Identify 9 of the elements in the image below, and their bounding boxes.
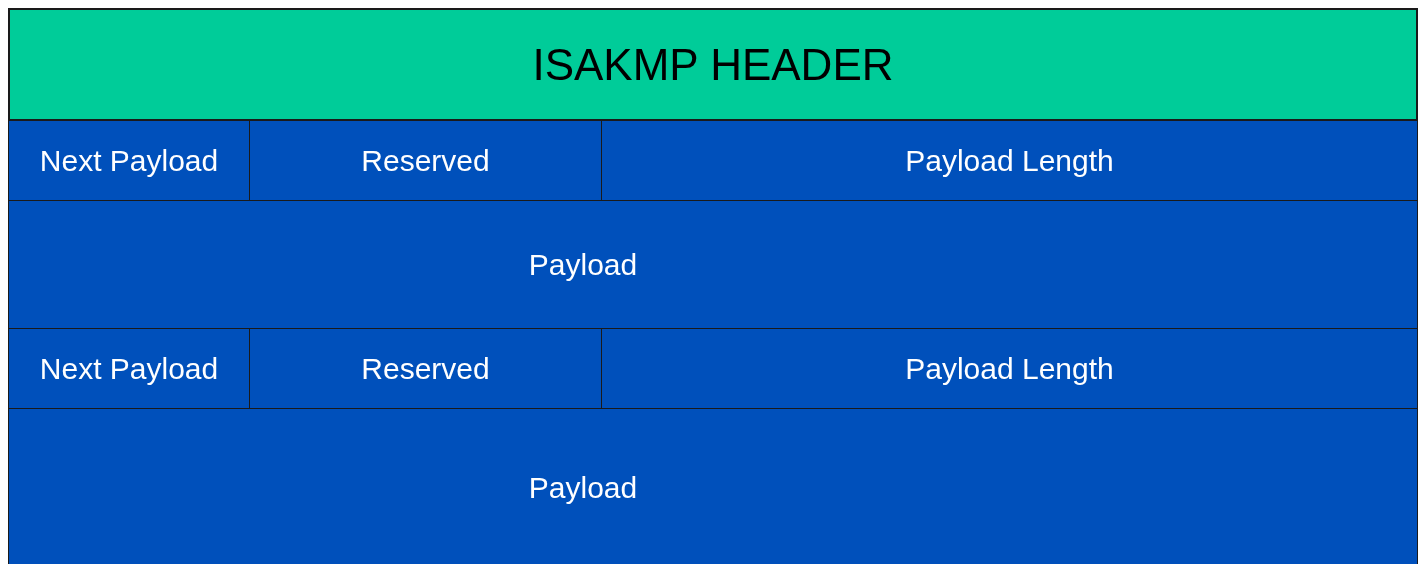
packet-field: Reserved [249,328,602,409]
packet-field: Payload [8,408,1418,564]
packet-field: Payload Length [601,328,1418,409]
header-field: ISAKMP HEADER [8,8,1418,121]
packet-field: Payload [8,200,1418,329]
packet-field: Reserved [249,120,602,201]
packet-field: Next Payload [8,328,250,409]
packet-field: Next Payload [8,120,250,201]
packet-field: Payload Length [601,120,1418,201]
